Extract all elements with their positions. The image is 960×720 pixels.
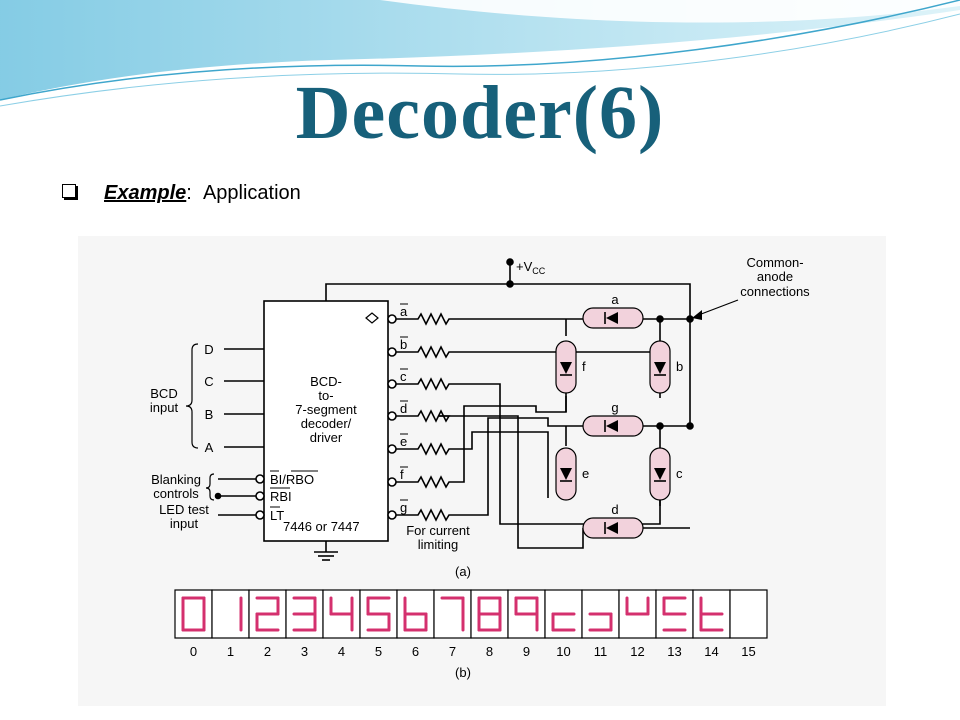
common-anode-annotation: Common- anode connections: [740, 255, 810, 299]
digit-label: 5: [375, 644, 382, 659]
svg-text:For current: For current: [406, 523, 470, 538]
digit-label: 8: [486, 644, 493, 659]
led-segment-g: g: [582, 400, 644, 437]
wave-decoration: [0, 0, 960, 107]
svg-text:b: b: [676, 359, 683, 374]
bullet-separator: :: [186, 182, 192, 204]
digit-label: 15: [741, 644, 755, 659]
led-segment-e: e: [555, 447, 589, 501]
svg-text:B: B: [205, 407, 214, 422]
digit-label: 13: [667, 644, 681, 659]
svg-text:f: f: [400, 467, 404, 482]
led-test-label: LED test input: [159, 502, 209, 531]
digit-label: 9: [523, 644, 530, 659]
digit-label: 12: [630, 644, 644, 659]
current-limiting-resistors: [396, 312, 661, 549]
svg-text:b: b: [400, 337, 407, 352]
svg-text:7-segment: 7-segment: [295, 402, 357, 417]
svg-text:D: D: [204, 342, 213, 357]
svg-text:c: c: [400, 369, 407, 384]
checkbox-bullet-icon: [62, 184, 76, 198]
digit-label: 1: [227, 644, 234, 659]
svg-text:decoder/: decoder/: [301, 416, 352, 431]
svg-text:limiting: limiting: [418, 537, 458, 552]
bullet-label: Example: [104, 182, 187, 204]
svg-text:Blanking: Blanking: [151, 472, 201, 487]
svg-text:d: d: [611, 502, 618, 517]
digit-cell: [211, 589, 250, 639]
led-segment-a: a: [582, 292, 644, 329]
digit-cell: [729, 589, 768, 639]
control-pins: BI/RBO RBI LT: [214, 470, 318, 523]
caption-b: (b): [455, 665, 471, 680]
digit-label: 6: [412, 644, 419, 659]
svg-text:Common-: Common-: [746, 255, 803, 270]
chip-part-number: 7446 or 7447: [283, 519, 360, 534]
digit-label: 10: [556, 644, 570, 659]
svg-text:BCD: BCD: [150, 386, 177, 401]
decoder-figure: +VCC Common- anode connections BCD- to- …: [78, 236, 886, 706]
digit-label: 0: [190, 644, 197, 659]
chip-label: BCD- to- 7-segment decoder/ driver: [295, 374, 357, 445]
led-wiring: [565, 315, 694, 529]
svg-text:LT: LT: [270, 508, 284, 523]
vcc-label: +VCC: [516, 259, 546, 276]
caption-a: (a): [455, 564, 471, 579]
bullet-item: Example: Application: [62, 182, 301, 205]
svg-text:BCD-: BCD-: [310, 374, 342, 389]
svg-text:C: C: [204, 374, 213, 389]
svg-text:BI/RBO: BI/RBO: [270, 472, 314, 487]
bullet-text: Application: [202, 182, 301, 204]
svg-text:a: a: [611, 292, 619, 307]
slide-title: Decoder(6): [295, 71, 665, 155]
svg-text:e: e: [582, 466, 589, 481]
led-segment-d: d: [582, 502, 644, 539]
digit-label: 7: [449, 644, 456, 659]
digit-label: 14: [704, 644, 718, 659]
digit-label: 4: [338, 644, 345, 659]
svg-text:c: c: [676, 466, 683, 481]
svg-text:controls: controls: [153, 486, 199, 501]
digit-label: 3: [301, 644, 308, 659]
bcd-inputs: D C B A: [204, 342, 264, 455]
circuit-diagram: +VCC Common- anode connections BCD- to- …: [150, 255, 810, 680]
svg-text:g: g: [611, 400, 618, 415]
current-limiting-label: For current limiting: [406, 523, 470, 552]
digit-cell: [692, 589, 731, 639]
led-segment-c: c: [649, 447, 683, 501]
svg-text:A: A: [205, 440, 214, 455]
svg-text:d: d: [400, 401, 407, 416]
svg-text:input: input: [170, 516, 199, 531]
led-segment-b: b: [649, 340, 683, 394]
svg-text:connections: connections: [740, 284, 810, 299]
svg-text:a: a: [400, 304, 408, 319]
svg-text:e: e: [400, 434, 407, 449]
blanking-controls-label: Blanking controls: [151, 472, 201, 501]
digit-label: 11: [594, 644, 608, 659]
svg-text:driver: driver: [310, 430, 343, 445]
digit-label: 2: [264, 644, 271, 659]
svg-text:g: g: [400, 500, 407, 515]
led-segment-f: f: [555, 340, 586, 394]
svg-text:to-: to-: [318, 388, 333, 403]
svg-text:anode: anode: [757, 269, 793, 284]
svg-text:RBI: RBI: [270, 489, 292, 504]
svg-text:input: input: [150, 400, 179, 415]
bcd-input-label: BCD input: [150, 386, 179, 415]
digit-display-strip: [174, 589, 768, 639]
output-pins: a b c d e f g: [387, 303, 408, 520]
svg-text:f: f: [582, 359, 586, 374]
svg-text:LED test: LED test: [159, 502, 209, 517]
